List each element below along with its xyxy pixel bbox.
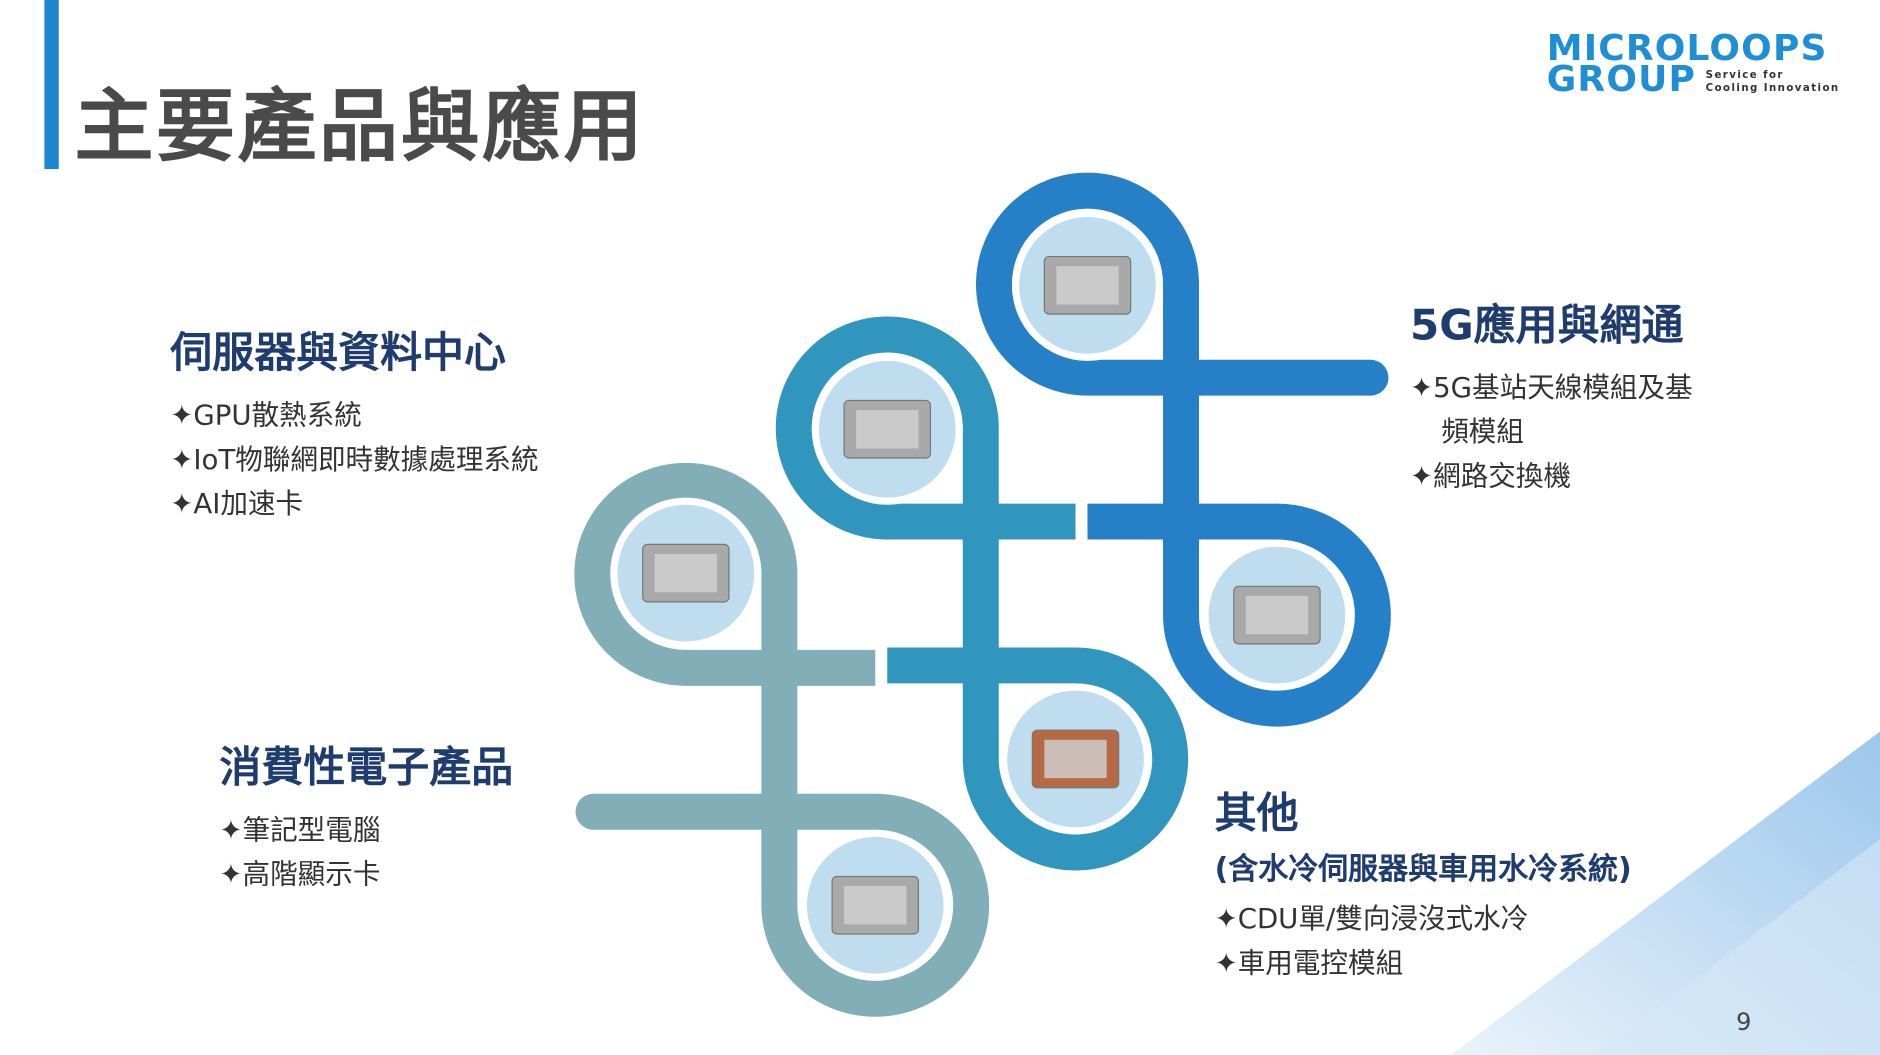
corner-decoration-light [1594, 839, 1880, 1055]
section-consumer: 消費性電子產品 ✦筆記型電腦 ✦高階顯示卡 [219, 734, 513, 898]
bullet: ✦筆記型電腦 [219, 815, 381, 847]
loop-consumer [574, 462, 990, 1017]
section-heading: 伺服器與資料中心 [170, 329, 506, 378]
loop-network [976, 172, 1391, 727]
vapor-chamber-case-image [799, 829, 951, 981]
section-heading: 5G應用與網通 [1410, 302, 1684, 351]
bullet: ✦網路交換機 [1410, 461, 1572, 493]
bullet: ✦車用電控模組 [1214, 948, 1404, 980]
section-heading: 消費性電子產品 [219, 744, 514, 793]
bullet: ✦AI加速卡 [170, 489, 304, 521]
section-heading: 其他 [1214, 790, 1299, 839]
logo-line1: MICROLOOPS [1546, 27, 1828, 70]
heat-pipe-module-image [1011, 209, 1164, 361]
bullet: ✦高階顯示卡 [219, 859, 381, 891]
loop-end-cap [1352, 359, 1389, 396]
automotive-controller-image [811, 353, 963, 505]
section-subheading: (含水冷伺服器與車用水冷系統) [1214, 851, 1632, 887]
logo-line2: GROUP [1546, 58, 1697, 101]
copper-cold-plate-image [999, 683, 1152, 835]
section-server: 伺服器與資料中心 ✦GPU散熱系統 ✦IoT物聯網即時數據處理系統 ✦AI加速卡 [170, 319, 538, 528]
bullet: ✦IoT物聯網即時數據處理系統 [170, 444, 539, 477]
bullet-continuation: 頻模組 [1441, 417, 1524, 449]
logo-tagline1: Service for [1705, 69, 1784, 82]
page-number: 9 [1736, 1007, 1752, 1036]
bullet: ✦5G基站天線模組及基 [1410, 372, 1693, 405]
loop-end-cap [575, 793, 612, 830]
loop-server [775, 316, 1189, 871]
bullet: ✦CDU單/雙向浸沒式水冷 [1214, 904, 1529, 936]
company-logo: MICROLOOPS GROUP Service for Cooling Inn… [1546, 27, 1840, 101]
server-heatsink-image [1201, 539, 1353, 691]
section-network: 5G應用與網通 ✦5G基站天線模組及基 頻模組 ✦網路交換機 [1410, 291, 1693, 500]
title-accent-bar [44, 0, 59, 170]
bullet: ✦GPU散熱系統 [170, 400, 362, 432]
logo-tagline2: Cooling Innovation [1705, 82, 1840, 95]
section-other: 其他 (含水冷伺服器與車用水冷系統) ✦CDU單/雙向浸沒式水冷 ✦車用電控模組 [1215, 779, 1632, 986]
page-title: 主要產品與應用 [74, 80, 646, 173]
laptop-fan-cooler-image [610, 497, 762, 649]
